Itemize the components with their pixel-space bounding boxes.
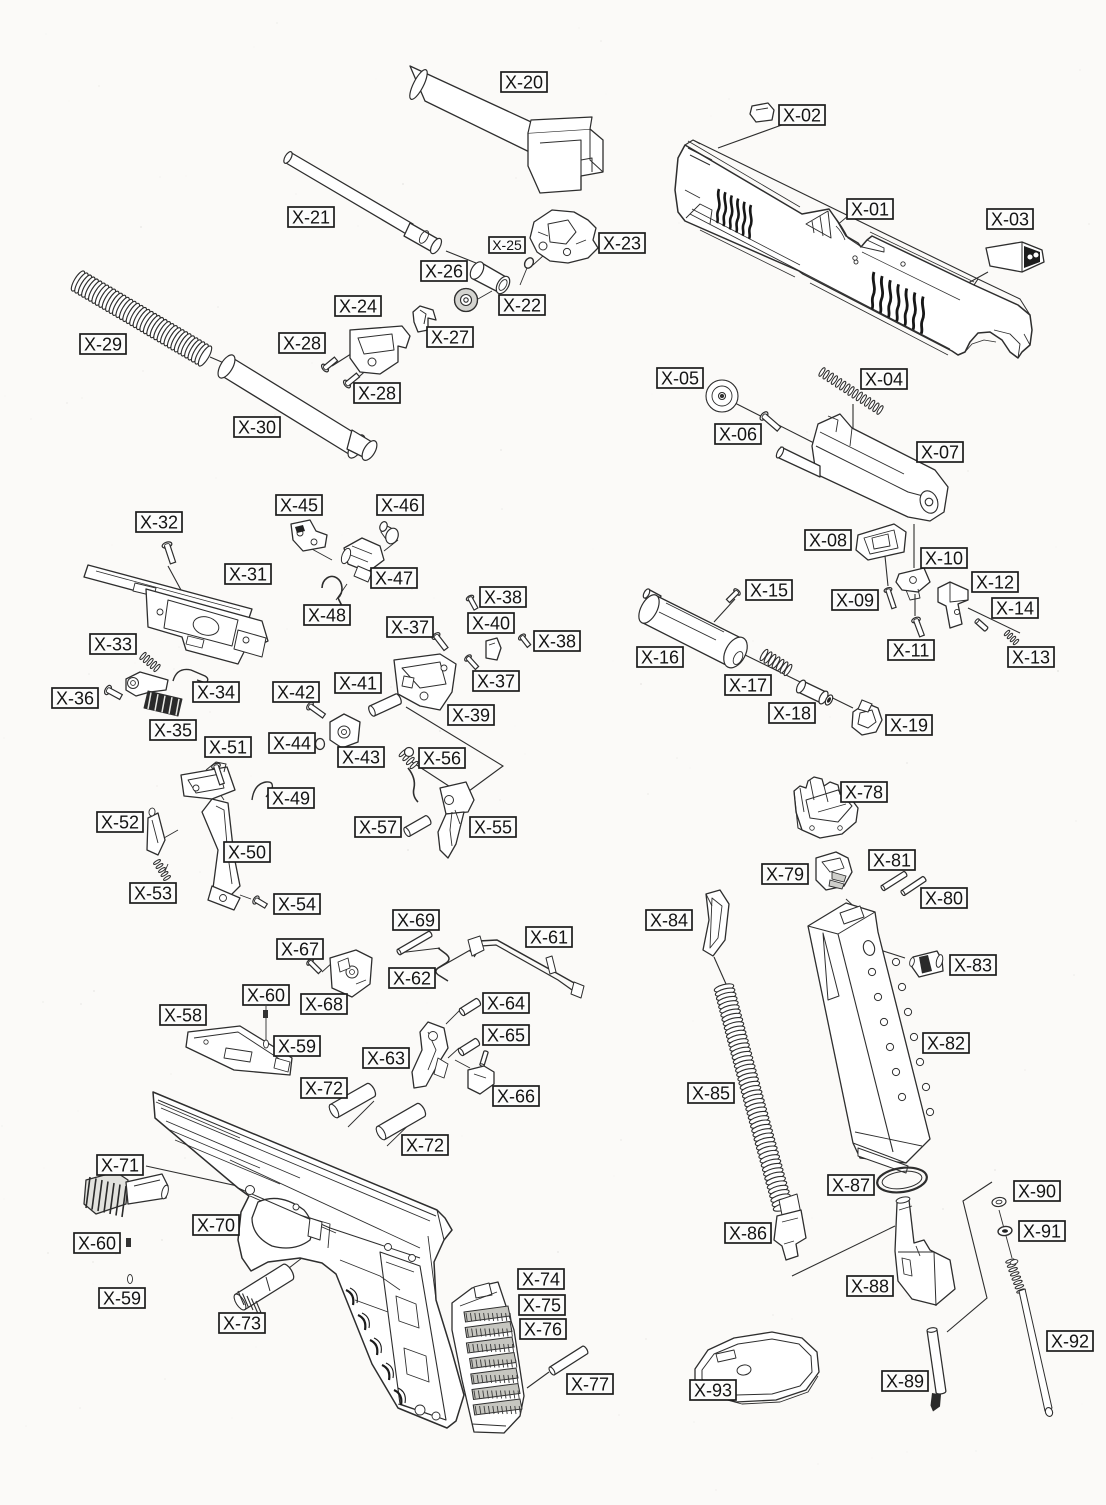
svg-text:X-50: X-50 [228, 843, 266, 863]
svg-text:X-72: X-72 [406, 1136, 444, 1156]
svg-text:X-35: X-35 [154, 721, 192, 741]
svg-text:X-70: X-70 [197, 1216, 235, 1236]
svg-text:X-31: X-31 [229, 565, 267, 585]
svg-text:X-66: X-66 [497, 1087, 535, 1107]
svg-text:X-18: X-18 [773, 704, 811, 724]
svg-text:X-05: X-05 [661, 369, 699, 389]
svg-text:X-54: X-54 [278, 895, 316, 915]
svg-text:X-57: X-57 [359, 818, 397, 838]
svg-text:X-45: X-45 [280, 496, 318, 516]
svg-text:X-37: X-37 [477, 672, 515, 692]
svg-text:X-67: X-67 [281, 940, 319, 960]
svg-text:X-71: X-71 [101, 1156, 139, 1176]
svg-text:X-01: X-01 [851, 200, 889, 220]
svg-text:X-42: X-42 [277, 683, 315, 703]
svg-text:X-77: X-77 [571, 1375, 609, 1395]
svg-text:X-88: X-88 [851, 1277, 889, 1297]
svg-text:X-25: X-25 [492, 237, 522, 253]
svg-text:X-28: X-28 [358, 384, 396, 404]
svg-text:X-59: X-59 [103, 1289, 141, 1309]
svg-text:X-14: X-14 [996, 599, 1034, 619]
svg-text:X-10: X-10 [925, 549, 963, 569]
svg-text:X-38: X-38 [484, 588, 522, 608]
svg-text:X-30: X-30 [238, 418, 276, 438]
svg-text:X-44: X-44 [273, 734, 311, 754]
svg-text:X-27: X-27 [431, 328, 469, 348]
svg-text:X-49: X-49 [272, 789, 310, 809]
svg-text:X-07: X-07 [921, 443, 959, 463]
svg-text:X-19: X-19 [890, 716, 928, 736]
svg-text:X-83: X-83 [954, 956, 992, 976]
svg-text:X-32: X-32 [140, 513, 178, 533]
svg-text:X-56: X-56 [423, 749, 461, 769]
svg-text:X-86: X-86 [729, 1224, 767, 1244]
svg-text:X-43: X-43 [342, 748, 380, 768]
svg-text:X-60: X-60 [247, 986, 285, 1006]
svg-text:X-11: X-11 [893, 641, 930, 661]
svg-text:X-51: X-51 [209, 738, 247, 758]
svg-text:X-36: X-36 [56, 689, 94, 709]
svg-text:X-79: X-79 [766, 865, 804, 885]
svg-text:X-72: X-72 [305, 1079, 343, 1099]
svg-text:X-59: X-59 [278, 1037, 316, 1057]
svg-text:X-26: X-26 [425, 262, 463, 282]
svg-text:X-28: X-28 [283, 334, 321, 354]
svg-text:X-08: X-08 [809, 531, 847, 551]
svg-text:X-76: X-76 [524, 1320, 562, 1340]
svg-text:X-60: X-60 [78, 1234, 116, 1254]
svg-text:X-61: X-61 [530, 928, 568, 948]
svg-text:X-81: X-81 [873, 851, 911, 871]
svg-text:X-34: X-34 [197, 683, 235, 703]
svg-text:X-85: X-85 [692, 1084, 730, 1104]
svg-text:X-84: X-84 [650, 911, 688, 931]
svg-text:X-12: X-12 [976, 573, 1014, 593]
svg-text:X-13: X-13 [1012, 648, 1050, 668]
svg-text:X-55: X-55 [474, 818, 512, 838]
svg-text:X-39: X-39 [452, 706, 490, 726]
svg-text:X-37: X-37 [391, 618, 429, 638]
svg-text:X-48: X-48 [308, 606, 346, 626]
svg-text:X-80: X-80 [925, 889, 963, 909]
svg-text:X-40: X-40 [472, 614, 510, 634]
svg-text:X-21: X-21 [292, 208, 330, 228]
svg-text:X-04: X-04 [865, 370, 903, 390]
svg-text:X-68: X-68 [305, 995, 343, 1015]
svg-text:X-90: X-90 [1018, 1182, 1056, 1202]
svg-text:X-17: X-17 [729, 676, 767, 696]
svg-text:X-29: X-29 [84, 335, 122, 355]
svg-text:X-47: X-47 [375, 569, 413, 589]
svg-text:X-41: X-41 [339, 674, 377, 694]
svg-text:X-03: X-03 [991, 210, 1029, 230]
svg-text:X-69: X-69 [397, 911, 435, 931]
svg-text:X-62: X-62 [393, 969, 431, 989]
svg-text:X-09: X-09 [836, 591, 874, 611]
svg-text:X-15: X-15 [750, 581, 788, 601]
svg-text:X-91: X-91 [1023, 1222, 1061, 1242]
svg-text:X-53: X-53 [134, 884, 172, 904]
svg-text:X-58: X-58 [164, 1006, 202, 1026]
svg-text:X-38: X-38 [538, 632, 576, 652]
svg-text:X-22: X-22 [503, 296, 541, 316]
svg-text:X-16: X-16 [641, 648, 679, 668]
svg-text:X-63: X-63 [367, 1049, 405, 1069]
svg-text:X-24: X-24 [339, 297, 377, 317]
svg-text:X-78: X-78 [845, 783, 883, 803]
svg-text:X-89: X-89 [886, 1372, 924, 1392]
svg-text:X-75: X-75 [523, 1296, 561, 1316]
svg-text:X-93: X-93 [694, 1381, 732, 1401]
svg-text:X-06: X-06 [719, 425, 757, 445]
svg-text:X-33: X-33 [94, 635, 132, 655]
svg-text:X-73: X-73 [223, 1314, 261, 1334]
svg-text:X-64: X-64 [487, 994, 525, 1014]
svg-text:X-74: X-74 [522, 1270, 560, 1290]
svg-text:X-20: X-20 [505, 73, 543, 93]
svg-text:X-46: X-46 [381, 496, 419, 516]
svg-text:X-02: X-02 [783, 106, 821, 126]
svg-text:X-23: X-23 [603, 234, 641, 254]
svg-text:X-92: X-92 [1051, 1332, 1089, 1352]
svg-text:X-87: X-87 [832, 1176, 870, 1196]
svg-text:X-65: X-65 [487, 1026, 525, 1046]
svg-text:X-82: X-82 [927, 1034, 965, 1054]
svg-text:X-52: X-52 [101, 813, 139, 833]
